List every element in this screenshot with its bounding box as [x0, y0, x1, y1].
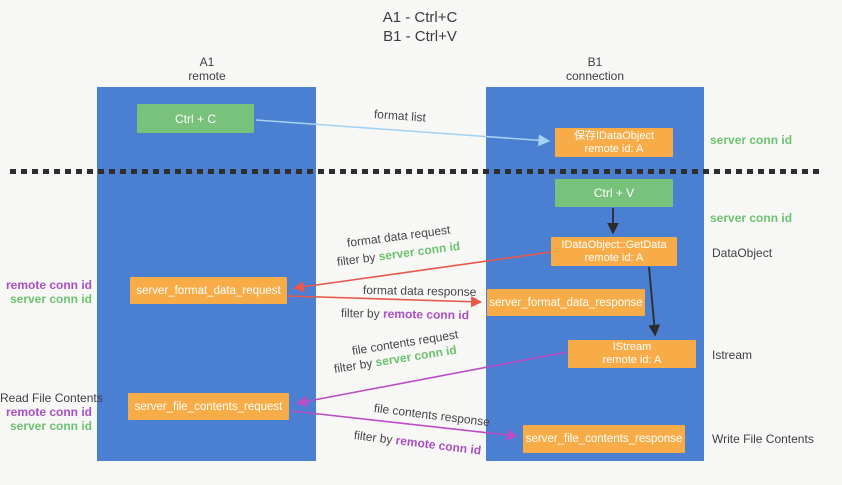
node-idataobject-getdata: IDataObject::GetData remote id: A — [551, 237, 677, 266]
lane-header-a1: A1 remote — [147, 55, 267, 83]
filter-by-text: filter by — [336, 250, 377, 269]
read-file-contents-label: Read File Contents — [0, 391, 103, 405]
node-server-file-contents-response: server_file_contents_response — [523, 425, 685, 453]
lane-a1-role: remote — [188, 69, 226, 83]
remote-conn-id-text: remote conn id — [382, 306, 470, 323]
remote-conn-id-text: remote conn id — [394, 433, 482, 458]
node-ctrl-c-label: Ctrl + C — [174, 111, 216, 126]
lane-a1-name: A1 — [199, 55, 215, 69]
node-save-idataobject-line2: remote id: A — [584, 142, 644, 155]
edge-label-filter-by-remote-conn-id-1: filter by remote conn id — [341, 306, 469, 322]
node-idataobject-getdata-line1: IDataObject::GetData — [561, 238, 667, 251]
node-server-format-data-request: server_format_data_request — [130, 277, 287, 304]
node-server-file-contents-response-label: server_file_contents_response — [525, 433, 683, 445]
node-save-idataobject: 保存IDataObject remote id: A — [555, 128, 673, 157]
node-server-format-data-response: server_format_data_response — [487, 289, 645, 316]
session-divider-dotted-line — [10, 169, 824, 174]
lane-b1-role: connection — [565, 69, 625, 83]
node-server-format-data-response-label: server_format_data_response — [489, 296, 643, 309]
node-idataobject-getdata-line2: remote id: A — [584, 251, 644, 264]
server-conn-id-label: server conn id — [9, 292, 92, 306]
node-save-idataobject-line1: 保存IDataObject — [573, 129, 655, 142]
lane-header-b1: B1 connection — [535, 55, 655, 83]
lane-b1-name: B1 — [587, 55, 603, 69]
node-istream-line1: IStream — [612, 341, 652, 353]
title-line-2: B1 - Ctrl+V — [383, 28, 457, 45]
node-server-file-contents-request-label: server_file_contents_request — [134, 400, 283, 413]
diagram-title: A1 - Ctrl+C B1 - Ctrl+V — [320, 8, 520, 46]
node-server-file-contents-request: server_file_contents_request — [128, 393, 289, 420]
right-istream-label: Istream — [712, 348, 753, 362]
edge-label-filter-by-remote-conn-id-2: filter by remote conn id — [353, 428, 482, 458]
left-conn-id-labels-top: remote conn id server conn id — [0, 278, 92, 306]
filter-by-text: filter by — [332, 356, 374, 376]
edge-label-file-contents-response: file contents response — [373, 401, 491, 430]
title-line-1: A1 - Ctrl+C — [382, 9, 458, 26]
right-server-conn-id-mid: server conn id — [710, 211, 793, 225]
filter-by-text: filter by — [340, 306, 380, 321]
left-labels-bottom: Read File Contents remote conn id server… — [0, 391, 103, 433]
right-write-file-contents-label: Write File Contents — [712, 432, 814, 446]
filter-by-text: filter by — [353, 428, 394, 447]
remote-conn-id-label: remote conn id — [5, 278, 92, 292]
right-server-conn-id-top: server conn id — [710, 133, 793, 147]
right-dataobject-label: DataObject — [712, 246, 773, 260]
node-ctrl-v: Ctrl + V — [555, 179, 673, 207]
node-istream-line2: remote id: A — [602, 354, 662, 366]
remote-conn-id-label: remote conn id — [5, 405, 92, 419]
edge-label-format-list: format list — [373, 107, 427, 125]
edge-label-format-data-response: format data response — [362, 283, 477, 299]
node-server-format-data-request-label: server_format_data_request — [136, 284, 281, 297]
server-conn-id-label: server conn id — [9, 419, 92, 433]
node-ctrl-c: Ctrl + C — [137, 104, 254, 133]
node-istream: IStream remote id: A — [568, 340, 696, 368]
node-ctrl-v-label: Ctrl + V — [593, 186, 635, 200]
